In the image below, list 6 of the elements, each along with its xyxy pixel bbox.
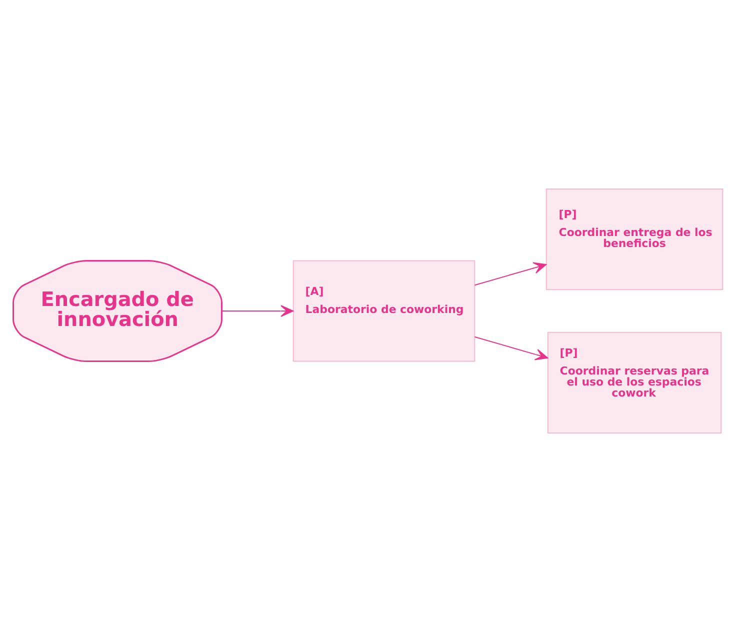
arrow (474, 336, 548, 360)
arrow (221, 305, 294, 317)
arrow (474, 262, 546, 286)
node-box: [P] Coordinar entrega de los beneficios (546, 188, 724, 290)
node-box: [P] Coordinar reservas para el uso de los espacios cowork (547, 332, 722, 434)
node-box: [A] Laboratorio de coworking (292, 260, 476, 362)
